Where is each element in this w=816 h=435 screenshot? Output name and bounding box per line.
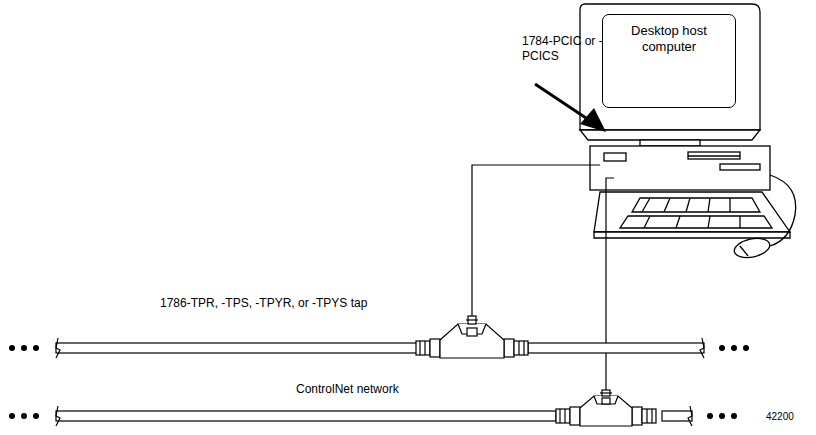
figure-number: 42200 bbox=[766, 409, 814, 424]
node-text: Desktop host computer bbox=[609, 23, 729, 55]
drop-cable bbox=[472, 165, 614, 402]
callout-arrow bbox=[535, 84, 606, 132]
tap bbox=[416, 316, 656, 426]
tap-label: 1786-TPR, -TPS, -TPYR, or -TPYS tap bbox=[160, 296, 420, 311]
part-label: 1784-PCIC or -PCICS bbox=[522, 34, 608, 64]
screen-box: Desktop host computer bbox=[602, 14, 736, 108]
trunk-cable bbox=[56, 338, 704, 426]
computer bbox=[580, 4, 796, 261]
network-label: ControlNet network bbox=[296, 382, 496, 397]
